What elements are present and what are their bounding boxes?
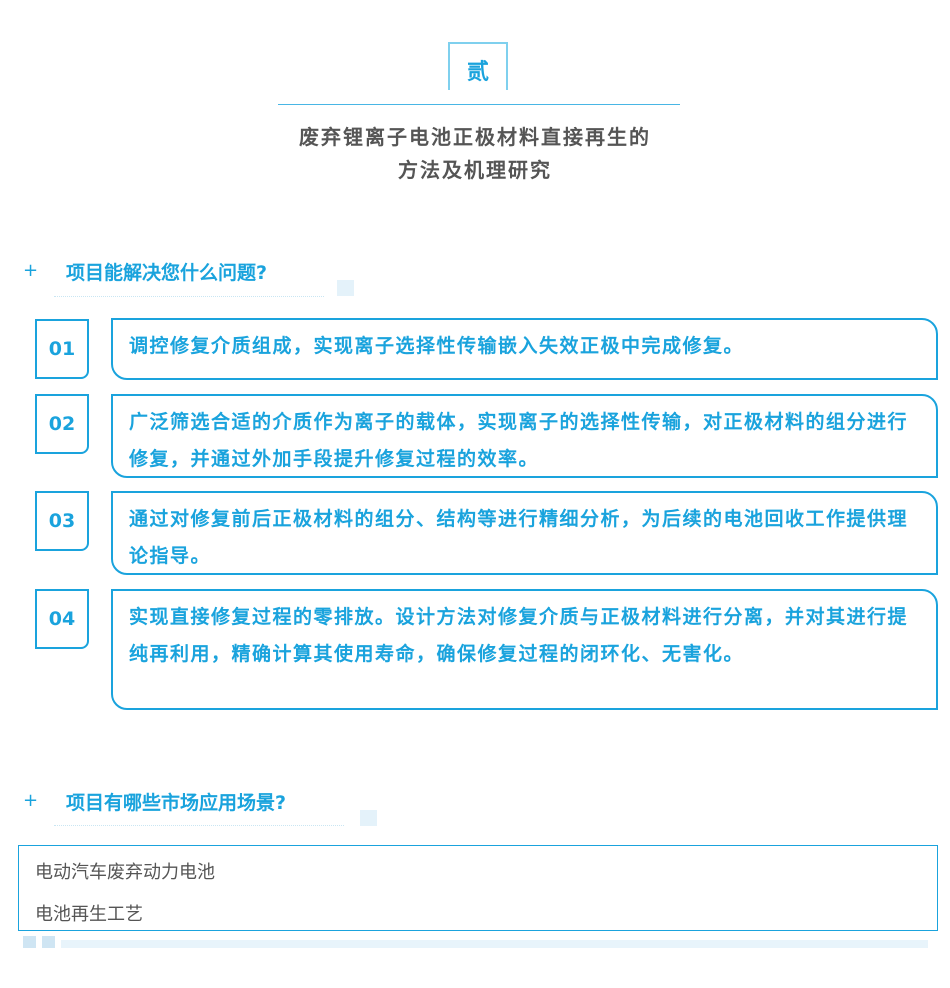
item-text-card: 实现直接修复过程的零排放。设计方法对修复介质与正极材料进行分离，并对其进行提纯再…: [111, 589, 938, 710]
page-title-line2: 方法及机理研究: [398, 158, 552, 182]
section-title-scenarios: 项目有哪些市场应用场景?: [66, 792, 287, 814]
decor-square: [23, 936, 36, 948]
dotted-underline: [54, 296, 324, 297]
page-title-line1: 废弃锂离子电池正极材料直接再生的: [299, 125, 651, 149]
scenario-line: 电池再生工艺: [35, 904, 143, 925]
scenario-box: [18, 845, 938, 931]
decor-square: [42, 936, 55, 948]
footer-bar: [61, 940, 928, 948]
item-number-box: 04: [35, 589, 89, 649]
title-divider: [278, 104, 680, 105]
plus-icon: +: [23, 790, 39, 811]
section-number-badge: 贰: [448, 42, 508, 90]
item-number-box: 03: [35, 491, 89, 551]
decor-square: [337, 280, 354, 296]
item-number-box: 02: [35, 394, 89, 454]
item-number-box: 01: [35, 319, 89, 379]
section-title-problems: 项目能解决您什么问题?: [66, 262, 268, 284]
decor-square: [360, 810, 377, 826]
item-text-card: 调控修复介质组成，实现离子选择性传输嵌入失效正极中完成修复。: [111, 318, 938, 380]
item-text-card: 通过对修复前后正极材料的组分、结构等进行精细分析，为后续的电池回收工作提供理论指…: [111, 491, 938, 575]
badge-label: 贰: [466, 60, 489, 85]
dotted-underline: [54, 825, 344, 826]
scenario-line: 电动汽车废弃动力电池: [35, 862, 215, 883]
item-text-card: 广泛筛选合适的介质作为离子的载体，实现离子的选择性传输，对正极材料的组分进行修复…: [111, 394, 938, 478]
plus-icon: +: [23, 260, 39, 281]
